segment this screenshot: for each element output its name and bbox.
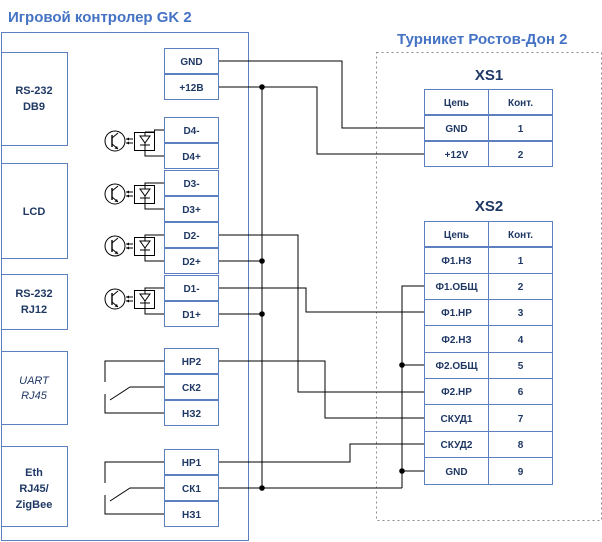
pin-nz1: НЗ1 bbox=[164, 501, 219, 527]
pin-d1-plus: D1+ bbox=[164, 301, 219, 327]
svg-text:СКУД1: СКУД1 bbox=[441, 414, 473, 425]
svg-text:1: 1 bbox=[518, 124, 524, 135]
svg-text:D3-: D3- bbox=[183, 179, 199, 190]
module-rs232-rj12: RS-232 RJ12 bbox=[1, 274, 68, 330]
svg-text:2: 2 bbox=[518, 150, 524, 161]
svg-text:+12В: +12В bbox=[179, 83, 203, 94]
svg-text:8: 8 bbox=[518, 440, 524, 451]
wires bbox=[219, 60, 424, 489]
svg-text:Конт.: Конт. bbox=[508, 98, 533, 109]
svg-text:Ф2.ОБЩ: Ф2.ОБЩ bbox=[435, 361, 478, 372]
pin-d4-minus: D4- bbox=[164, 117, 219, 143]
svg-text:НЗ2: НЗ2 bbox=[182, 409, 201, 420]
svg-text:НР1: НР1 bbox=[182, 458, 202, 469]
svg-text:RS-232: RS-232 bbox=[15, 85, 52, 97]
pin-d2-plus: D2+ bbox=[164, 248, 219, 274]
svg-text:НЗ1: НЗ1 bbox=[182, 510, 201, 521]
optocoupler-d2 bbox=[104, 234, 164, 262]
svg-text:СКУД2: СКУД2 bbox=[441, 440, 473, 451]
svg-text:7: 7 bbox=[518, 414, 524, 425]
svg-text:RJ12: RJ12 bbox=[21, 304, 47, 316]
svg-text:RJ45: RJ45 bbox=[21, 390, 48, 402]
pin-gnd: GND bbox=[164, 48, 219, 74]
svg-text:6: 6 bbox=[518, 387, 524, 398]
svg-text:Ф2.НЗ: Ф2.НЗ bbox=[441, 335, 471, 346]
svg-text:GND: GND bbox=[445, 467, 467, 478]
svg-text:D2-: D2- bbox=[183, 231, 199, 242]
svg-text:5: 5 bbox=[518, 361, 524, 372]
svg-text:Ф1.НР: Ф1.НР bbox=[441, 308, 472, 319]
svg-text:D4+: D4+ bbox=[182, 152, 201, 163]
svg-text:4: 4 bbox=[518, 335, 524, 346]
svg-text:Конт.: Конт. bbox=[508, 230, 533, 241]
junction-dots bbox=[259, 84, 405, 491]
optocoupler-d4 bbox=[104, 129, 164, 157]
pin-nr1: НР1 bbox=[164, 449, 219, 475]
svg-text:+12V: +12V bbox=[445, 150, 469, 161]
svg-text:3: 3 bbox=[518, 308, 524, 319]
pin-12v: +12В bbox=[164, 74, 219, 100]
svg-text:D2+: D2+ bbox=[182, 257, 201, 268]
xs1-label: XS1 bbox=[475, 67, 503, 84]
svg-text:СК2: СК2 bbox=[182, 383, 201, 394]
svg-text:RJ45/: RJ45/ bbox=[19, 483, 48, 495]
pin-d3-plus: D3+ bbox=[164, 196, 219, 222]
svg-text:Ф1.НЗ: Ф1.НЗ bbox=[441, 256, 471, 267]
pin-d3-minus: D3- bbox=[164, 170, 219, 196]
module-eth: Eth RJ45/ ZigBee bbox=[1, 446, 68, 527]
svg-text:D1-: D1- bbox=[183, 284, 199, 295]
relay-2-symbol bbox=[104, 360, 164, 414]
svg-text:НР2: НР2 bbox=[182, 357, 202, 368]
svg-text:LCD: LCD bbox=[23, 206, 46, 218]
svg-text:1: 1 bbox=[518, 256, 524, 267]
module-rs232-db9: RS-232 DB9 bbox=[1, 52, 68, 146]
svg-text:Цепь: Цепь bbox=[444, 230, 469, 241]
svg-text:UART: UART bbox=[19, 375, 50, 387]
svg-text:Ф2.НР: Ф2.НР bbox=[441, 387, 472, 398]
pin-sk1: СК1 bbox=[164, 475, 219, 501]
svg-text:D1+: D1+ bbox=[182, 310, 201, 321]
pin-d1-minus: D1- bbox=[164, 275, 219, 301]
svg-text:D4-: D4- bbox=[183, 126, 199, 137]
xs2-table: Цепь Конт. Ф1.НЗ 1 Ф1.ОБЩ 2 Ф1.НР 3 Ф2.Н… bbox=[424, 221, 553, 485]
turnstile-outline bbox=[376, 52, 602, 521]
svg-text:Ф1.ОБЩ: Ф1.ОБЩ bbox=[435, 282, 478, 293]
pin-d4-plus: D4+ bbox=[164, 143, 219, 169]
svg-text:DB9: DB9 bbox=[23, 101, 45, 113]
svg-text:RS-232: RS-232 bbox=[15, 288, 52, 300]
pin-d2-minus: D2- bbox=[164, 222, 219, 248]
pin-nr2: НР2 bbox=[164, 348, 219, 374]
svg-text:ZigBee: ZigBee bbox=[16, 499, 53, 511]
svg-text:D3+: D3+ bbox=[182, 205, 201, 216]
turnstile-title: Турникет Ростов-Дон 2 bbox=[397, 31, 567, 48]
svg-text:Eth: Eth bbox=[25, 467, 43, 479]
optocoupler-d3 bbox=[104, 182, 164, 210]
svg-text:2: 2 bbox=[518, 282, 524, 293]
controller-title: Игровой контролер GK 2 bbox=[8, 9, 192, 26]
relay-1-symbol bbox=[104, 461, 164, 515]
svg-text:GND: GND bbox=[180, 57, 202, 68]
pin-nz2: НЗ2 bbox=[164, 400, 219, 426]
xs1-table: Цепь Конт. GND 1 +12V 2 bbox=[424, 89, 553, 167]
svg-text:СК1: СК1 bbox=[182, 484, 201, 495]
svg-text:GND: GND bbox=[445, 124, 467, 135]
module-lcd: LCD bbox=[1, 163, 68, 259]
svg-text:Цепь: Цепь bbox=[444, 98, 469, 109]
svg-text:9: 9 bbox=[518, 467, 524, 478]
optocoupler-d1 bbox=[104, 287, 164, 315]
pin-sk2: СК2 bbox=[164, 374, 219, 400]
module-uart-rj45: UART RJ45 bbox=[1, 351, 68, 425]
xs2-label: XS2 bbox=[475, 198, 503, 215]
